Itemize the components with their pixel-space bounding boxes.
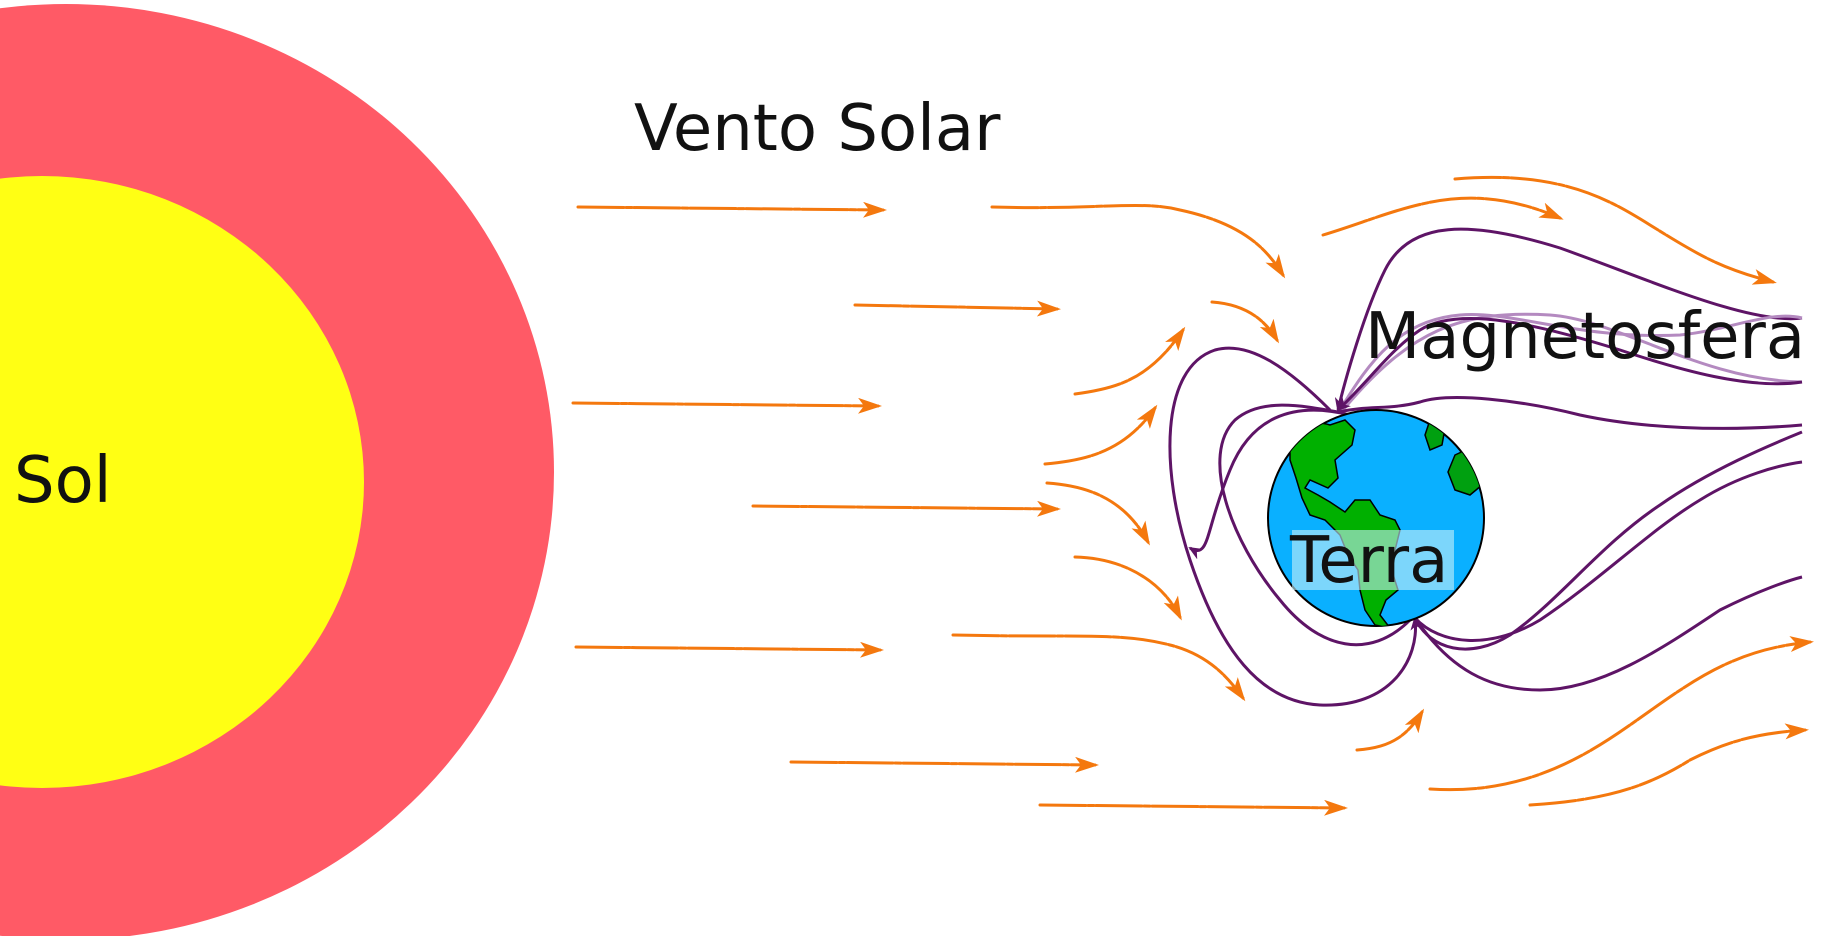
field-line (1168, 346, 1423, 707)
solar-wind-arrow (571, 397, 882, 414)
field-line (1336, 317, 1803, 412)
field-line (1188, 408, 1351, 560)
solar-wind-label: Vento Solar (634, 92, 1001, 166)
europe-landmass (1424, 418, 1446, 452)
field-line (1413, 430, 1803, 651)
solar-wind-arrow (1043, 404, 1158, 466)
solar-wind-arrow (1073, 555, 1182, 621)
field-line (1413, 460, 1803, 642)
solar-wind-arrow (951, 633, 1246, 702)
solar-wind-arrow (1528, 723, 1809, 807)
earth-label: Terra (1289, 524, 1448, 598)
solar-wind-arrow (1453, 175, 1777, 285)
solar-wind-arrow (853, 300, 1061, 317)
sun-core (0, 176, 364, 788)
solar-wind-arrow (1210, 300, 1280, 344)
solar-wind-arrow (576, 201, 887, 218)
earth-label-box (1292, 530, 1454, 590)
field-line (1413, 575, 1803, 692)
sun-label: Sol (14, 444, 112, 518)
earth: Terra (1267, 409, 1485, 627)
solar-wind-arrow (1038, 799, 1348, 816)
field-line (1338, 312, 1803, 411)
solar-wind-arrow (751, 500, 1061, 517)
field-line (1334, 227, 1803, 412)
field-line (1218, 403, 1412, 647)
solar-wind-arrow (574, 641, 884, 658)
solar-wind-arrow (990, 203, 1286, 279)
solar-wind-arrow (1428, 636, 1814, 792)
sun: Sol (0, 4, 554, 936)
solar-wind-arrow (1073, 326, 1186, 396)
magnetic-field-lines (1168, 227, 1803, 707)
magnetosphere-label: Magnetosfera (1365, 300, 1805, 374)
solar-wind-arrows (571, 175, 1814, 816)
solar-wind-arrow (789, 756, 1099, 773)
solar-wind-arrow (1045, 481, 1150, 546)
field-line (1337, 396, 1803, 430)
field-line (1341, 312, 1803, 411)
solar-wind-arrow (1321, 196, 1564, 237)
solar-wind-arrow (1355, 708, 1425, 752)
